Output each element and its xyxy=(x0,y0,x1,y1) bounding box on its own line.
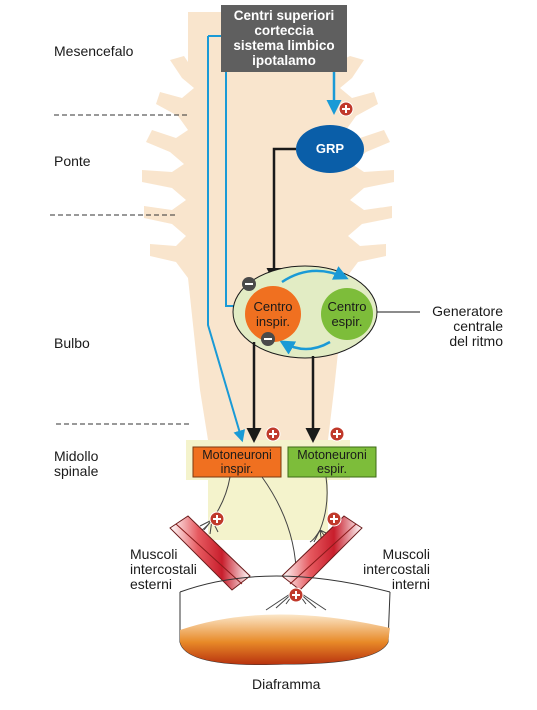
higher-centers-text: Centri superiori corteccia sistema limbi… xyxy=(233,8,335,68)
plus-badge-diaphragm xyxy=(288,587,304,603)
plus-badge-muscle-int xyxy=(326,511,342,527)
minus-badge-2 xyxy=(261,332,275,346)
label-bulbo: Bulbo xyxy=(54,335,90,351)
higher-centers-box xyxy=(221,5,347,72)
plus-badge-motor-inspir xyxy=(265,426,281,442)
grp-label: GRP xyxy=(315,141,345,156)
label-ponte: Ponte xyxy=(54,153,91,169)
arrow-grp-to-generator xyxy=(266,147,296,283)
expiratory-center xyxy=(321,288,373,340)
minus-badge-1 xyxy=(242,277,256,291)
motoneurons-expiratory xyxy=(287,446,377,478)
grp-node xyxy=(296,125,364,173)
cycle-arrow-bottom xyxy=(279,340,331,355)
plus-badge-motor-espir xyxy=(329,426,345,442)
label-mesencefalo: Mesencefalo xyxy=(54,43,134,59)
inspiratory-center xyxy=(245,286,301,342)
plus-badge-grp xyxy=(338,101,354,117)
arrow-higher-to-motoneurons xyxy=(207,36,246,443)
cycle-arrow-top xyxy=(281,266,349,284)
brainstem-shape xyxy=(142,12,394,440)
diaphragm xyxy=(179,575,391,665)
muscle-external xyxy=(169,515,251,591)
motoneurons-inspiratory xyxy=(192,446,282,478)
plus-badge-muscle-ext xyxy=(209,511,225,527)
label-diaphragm: Diaframma xyxy=(252,676,321,692)
